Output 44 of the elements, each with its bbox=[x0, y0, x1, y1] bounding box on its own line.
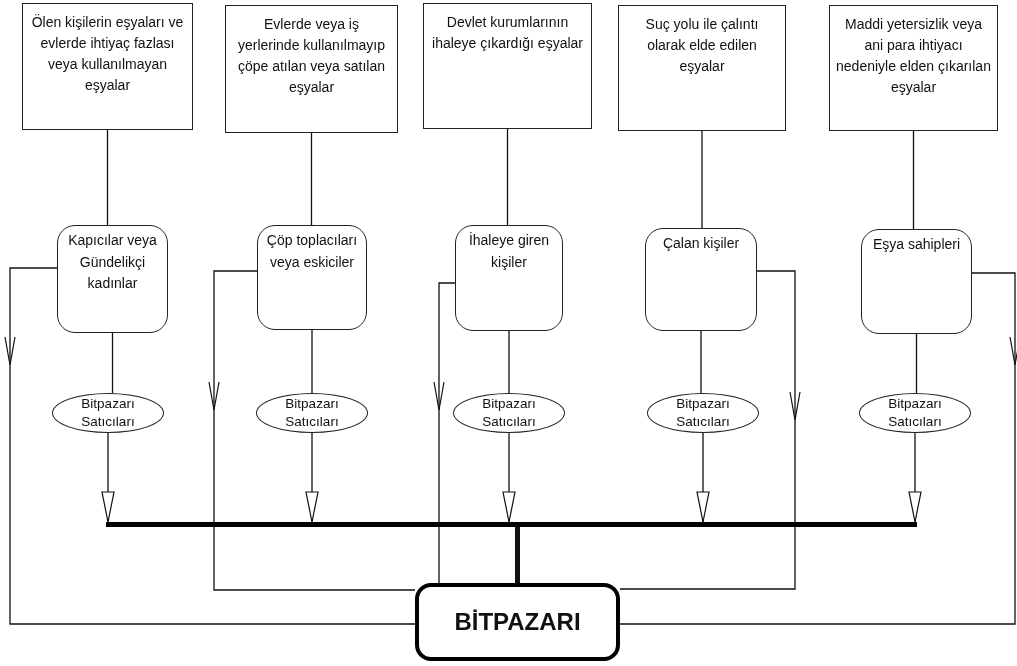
connector-line bbox=[310, 132, 313, 226]
node-text: Bitpazarı Satıcıları bbox=[80, 395, 136, 431]
actor-box bbox=[861, 229, 972, 334]
connector-line bbox=[700, 330, 702, 394]
node-text: Bitpazarı Satıcıları bbox=[481, 395, 537, 431]
arrow bbox=[101, 432, 115, 523]
node-text: Bitpazarı Satıcıları bbox=[675, 395, 731, 431]
actor-box bbox=[257, 225, 367, 330]
node-text: Ölen kişilerin eşyaları ve evlerde ihtiyaç fazlası veya kullanılmayan eşyalar bbox=[30, 13, 185, 95]
node-text: Bitpazarı Satıcıları bbox=[887, 395, 943, 431]
node-text: Devlet kurumlarının ihaleye çıkardığı eşyalar bbox=[431, 13, 584, 53]
connector-line bbox=[506, 128, 509, 226]
node-text: Maddi yetersizlik veya ani para ihtiyacı nedeniyle elden çıkarılan eşyalar bbox=[836, 15, 991, 97]
connector-line bbox=[701, 130, 703, 229]
source-box bbox=[618, 5, 786, 131]
node-text: Kapıcılar veya Gündelikçi kadınlar bbox=[67, 231, 158, 294]
actor-box bbox=[57, 225, 168, 333]
connector-line bbox=[508, 330, 510, 394]
arrow bbox=[908, 432, 922, 523]
source-box bbox=[225, 5, 398, 133]
node-text: İhaleye giren kişiler bbox=[467, 231, 551, 272]
connector-line bbox=[106, 129, 109, 226]
source-box bbox=[22, 3, 193, 130]
node-text: Evlerde veya iş yerlerinde kullanılmayıp çöpe atılan veya satılan eşyalar bbox=[236, 15, 387, 97]
connector-line bbox=[311, 329, 313, 394]
actor-box bbox=[455, 225, 563, 331]
arrow bbox=[502, 432, 516, 523]
connector-line bbox=[515, 527, 520, 583]
node-text: Eşya sahipleri bbox=[872, 235, 961, 254]
source-box bbox=[829, 5, 998, 131]
arrow bbox=[696, 432, 710, 523]
node-text: Suç yolu ile çalıntı olarak elde edilen eşyalar bbox=[644, 15, 760, 76]
node-text: Çöp toplacıları veya eskiciler bbox=[266, 231, 358, 272]
connector-line bbox=[912, 130, 915, 230]
node-text: Bitpazarı Satıcıları bbox=[284, 395, 340, 431]
connector-line bbox=[915, 333, 918, 394]
collector-bar bbox=[106, 522, 917, 527]
arrow bbox=[305, 432, 319, 523]
actor-box bbox=[645, 228, 757, 331]
node-text: Çalan kişiler bbox=[662, 234, 740, 253]
connector-line bbox=[111, 332, 114, 394]
market-box bbox=[415, 583, 620, 661]
source-box bbox=[423, 3, 592, 129]
node-text: BİTPAZARI bbox=[454, 608, 581, 636]
